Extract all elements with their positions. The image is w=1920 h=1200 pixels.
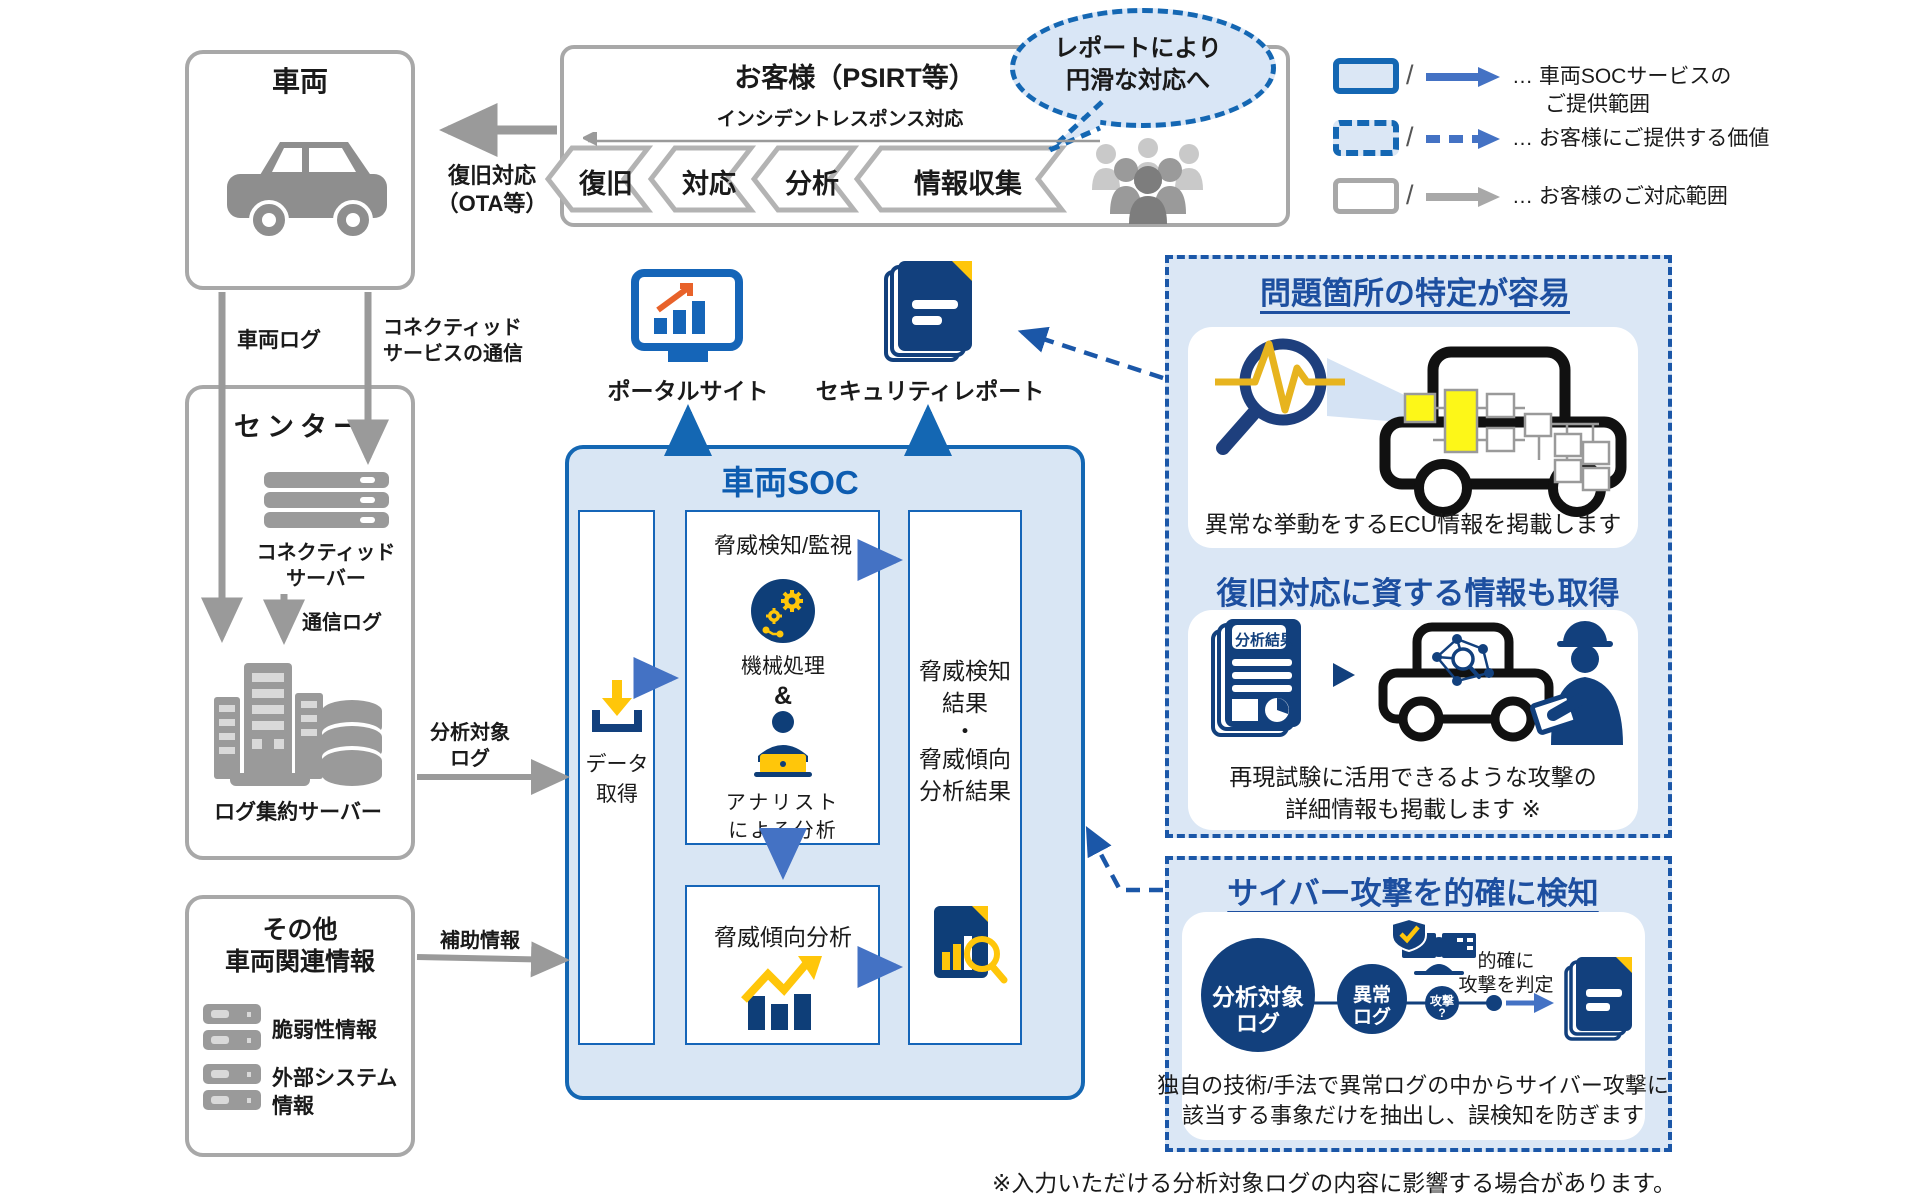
legend-swatch-customer (1333, 178, 1399, 214)
data-acquisition-box (578, 510, 655, 1045)
data-acquisition-label-2: 取得 (596, 783, 638, 806)
external-system-label-2: 情報 (272, 1095, 314, 1118)
vuln-info-server-icon (203, 1004, 261, 1050)
step-analysis: 分析 (785, 169, 839, 199)
customer-title: お客様（PSIRT等） (734, 63, 976, 93)
panel2-caption-2: 詳細情報も掲載します ※ (1285, 796, 1541, 822)
legend-slash-2: / (1406, 122, 1414, 152)
legend-text-1b: ご提供範囲 (1545, 93, 1650, 116)
vuln-info-label: 脆弱性情報 (272, 1019, 377, 1042)
result-label-2: 結果 (942, 690, 988, 716)
step-recovery: 復旧 (579, 169, 633, 199)
footnote: ※入力いただける分析対象ログの内容に影響する場合があります。 (992, 1170, 1676, 1196)
result-label-dot: ・ (953, 718, 977, 744)
legend-swatch-value (1333, 120, 1399, 156)
threat-trend-title: 脅威傾向分析 (714, 924, 852, 950)
analysis-log-label-2: ログ (450, 748, 490, 770)
external-system-server-icon (203, 1064, 261, 1110)
legend-slash-1: / (1406, 60, 1414, 90)
result-label-4: 分析結果 (919, 778, 1011, 804)
aux-info-label: 補助情報 (440, 930, 520, 952)
car-icon (227, 142, 387, 240)
server-rack-icon (264, 472, 389, 528)
panel3-circle3-line2: ? (1438, 1006, 1446, 1020)
other-info-title-2: 車両関連情報 (224, 948, 376, 976)
legend-text-1a: … 車両SOCサービスの (1512, 65, 1732, 88)
result-label-1: 脅威検知 (919, 658, 1011, 684)
connected-server-label-1: コネクティッド (256, 542, 396, 564)
machine-processing-label: 機械処理 (741, 655, 825, 678)
incident-response-label: インシデントレスポンス対応 (716, 109, 964, 130)
panel2-doc-label: 分析結果 (1235, 632, 1296, 649)
result-label-3: 脅威傾向 (919, 746, 1011, 772)
step-response: 対応 (682, 169, 736, 199)
other-info-box (185, 895, 415, 1157)
connected-comm-label-2: サービスの通信 (383, 343, 523, 365)
trend-chart-icon (741, 956, 822, 1030)
legend-text-2: … お客様にご提供する価値 (1512, 127, 1770, 150)
panel3-circle2-line2: ログ (1352, 1007, 1392, 1028)
report-speech-bubble (1010, 8, 1276, 128)
vehicle-title: 車両 (271, 66, 329, 97)
legend-arrow-dashed-blue (1426, 129, 1500, 149)
legend-slash-3: / (1406, 180, 1414, 210)
bubble-line-1: レポートにより (1054, 35, 1222, 62)
security-report-label: セキュリティレポート (815, 378, 1045, 404)
panel3-illustration (1201, 917, 1632, 1052)
panel2-illustration (1211, 619, 1623, 745)
legend-arrow-gray (1426, 187, 1500, 207)
analyst-icon (754, 711, 812, 777)
connected-comm-label-1: コネクティッド (383, 317, 522, 339)
bubble-line-2: 円滑な対応へ (1066, 67, 1210, 94)
connected-server-label-2: サーバー (286, 568, 366, 590)
legend-swatch-provided (1333, 58, 1399, 94)
ampersand: & (773, 682, 793, 710)
threat-trend-box (685, 885, 880, 1045)
panel3-caption-1: 独自の技術/手法で異常ログの中からサイバー攻撃に (1157, 1073, 1669, 1098)
security-report-icon (884, 261, 972, 362)
panel3-judge-label-1: 的確に (1477, 951, 1535, 972)
panel3-caption-2: 該当する事象だけを抽出し、誤検知を防ぎます (1181, 1103, 1645, 1128)
speech-bubble-tail (1048, 100, 1104, 153)
incident-chevrons (544, 145, 1068, 213)
panel1-title: 問題箇所の特定が容易 (1260, 276, 1570, 311)
panel2-caption-1: 再現試験に活用できるような攻撃の (1229, 764, 1597, 790)
portal-site-icon (631, 269, 743, 362)
other-info-title-1: その他 (262, 916, 338, 944)
external-system-label-1: 外部システム (272, 1067, 398, 1090)
step-collect: 情報収集 (914, 169, 1022, 199)
analyst-label-2: による分析 (728, 820, 838, 842)
comm-log-label: 通信ログ (302, 612, 382, 634)
recovery-arrow-label-1: 復旧対応 (447, 163, 537, 188)
vehicle-log-label: 車両ログ (237, 329, 321, 352)
panel3-circle1-line2: ログ (1235, 1011, 1281, 1036)
analysis-log-label-1: 分析対象 (430, 722, 510, 744)
vehicle-soc-title: 車両SOC (721, 464, 859, 501)
legend-text-3: … お客様のご対応範囲 (1512, 185, 1728, 208)
log-server-label: ログ集約サーバー (214, 801, 382, 824)
panel2-title: 復旧対応に資する情報も取得 (1216, 576, 1620, 611)
threat-detection-title: 脅威検知/監視 (713, 533, 853, 558)
arrow-panel-to-soc (1085, 826, 1163, 893)
legend-arrow-solid-blue (1426, 67, 1500, 87)
recovery-arrow-label-2: （OTA等） (436, 191, 548, 216)
data-download-icon (592, 680, 642, 732)
analyst-label-1: アナリスト (725, 792, 841, 814)
analysis-report-icon (934, 906, 1008, 984)
panel3-circle1-line1: 分析対象 (1212, 984, 1304, 1010)
panel3-circle3-line1: 攻撃 (1429, 994, 1455, 1008)
portal-site-label: ポータルサイト (607, 378, 769, 404)
people-group-icon (1092, 138, 1203, 224)
center-title: センター (234, 412, 366, 442)
panel3-title: サイバー攻撃を的確に検知 (1227, 876, 1599, 911)
data-acquisition-label-1: データ (585, 753, 649, 776)
machine-processing-icon (751, 579, 815, 643)
panel1-caption: 異常な挙動をするECU情報を掲載します (1204, 511, 1622, 537)
log-server-icon (214, 663, 382, 786)
panel3-judge-label-2: 攻撃を判定 (1458, 975, 1554, 996)
panel3-circle2-line1: 異常 (1352, 985, 1392, 1006)
arrow-aux-info (416, 941, 570, 978)
panel1-illustration (1215, 338, 1627, 517)
